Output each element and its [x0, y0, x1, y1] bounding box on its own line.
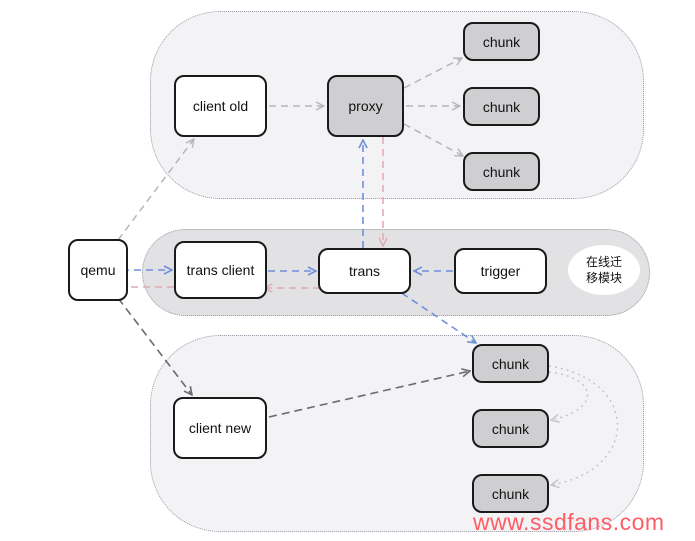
node-chunk-new-1: chunk	[472, 344, 549, 383]
node-chunk-new-3: chunk	[472, 474, 549, 513]
arrow-chunk4-to-chunk5	[548, 371, 589, 420]
migration-module-label: 在线迁 移模块	[568, 245, 640, 295]
node-chunk-label: chunk	[491, 485, 530, 502]
node-trans-client: trans client	[174, 241, 267, 299]
node-chunk-old-1: chunk	[463, 22, 540, 61]
node-chunk-label: chunk	[482, 98, 521, 115]
node-client-new-label: client new	[188, 420, 252, 436]
migration-module-label-line1: 在线迁	[585, 255, 622, 269]
migration-module-label-line2: 移模块	[585, 271, 622, 285]
node-client-new: client new	[173, 397, 267, 459]
arrow-client-new-to-chunk4	[268, 371, 470, 418]
node-trans: trans	[318, 248, 411, 294]
node-chunk-old-2: chunk	[463, 87, 540, 126]
node-client-old: client old	[174, 75, 267, 137]
node-client-old-label: client old	[192, 98, 249, 114]
node-trigger-label: trigger	[480, 263, 521, 279]
arrow-chunk4-to-chunk6	[548, 365, 619, 485]
node-chunk-old-3: chunk	[463, 152, 540, 191]
node-proxy-label: proxy	[348, 98, 383, 114]
node-trigger: trigger	[454, 248, 547, 294]
watermark: www.ssdfans.com	[473, 509, 665, 535]
node-chunk-new-2: chunk	[472, 409, 549, 448]
arrow-qemu-to-client-new	[117, 297, 192, 395]
arrow-proxy-to-chunk3	[403, 123, 463, 156]
arrow-proxy-to-chunk1	[403, 58, 462, 89]
node-chunk-label: chunk	[482, 163, 521, 180]
arrow-trans-to-chunk4	[371, 272, 476, 343]
node-proxy: proxy	[327, 75, 404, 137]
node-trans-label: trans	[348, 263, 381, 279]
node-qemu: qemu	[68, 239, 128, 301]
node-chunk-label: chunk	[482, 33, 521, 50]
arrow-qemu-to-client-old	[117, 139, 194, 241]
node-chunk-label: chunk	[491, 420, 530, 437]
node-chunk-label: chunk	[491, 355, 530, 372]
node-qemu-label: qemu	[80, 262, 116, 278]
node-trans-client-label: trans client	[186, 262, 255, 278]
